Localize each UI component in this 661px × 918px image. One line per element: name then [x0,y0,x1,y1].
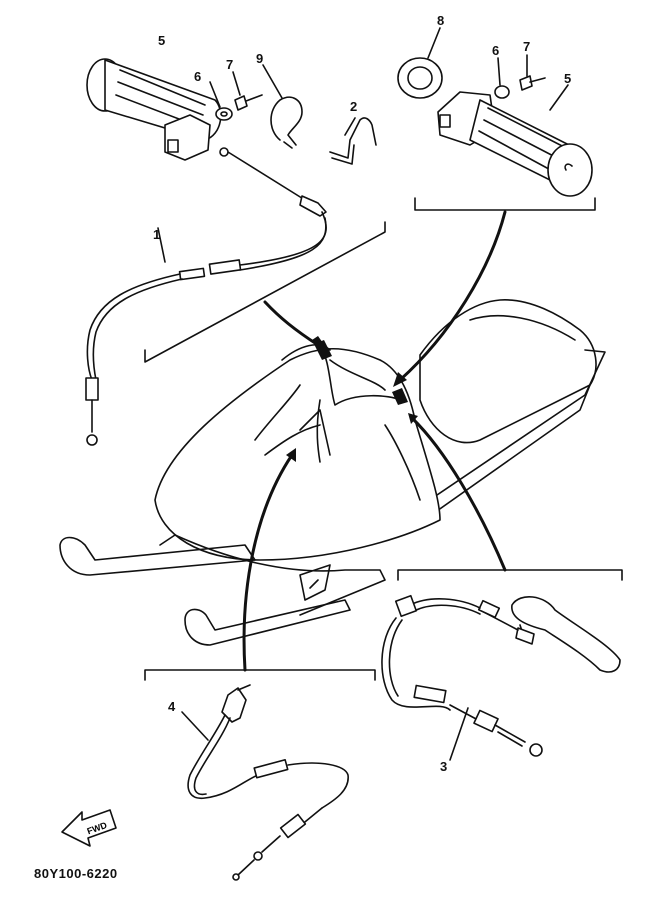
choke-cable-part-4 [181,684,349,881]
callout-9: 9 [256,51,264,66]
ring-part-8 [397,27,443,99]
clamp-part-9 [262,64,303,149]
grip-left-part-5 [86,58,222,161]
callout-6-left: 6 [194,69,202,84]
upper-right-group-bracket [393,197,596,387]
callout-5-right: 5 [564,71,572,86]
forward-direction-arrow: FWD [61,809,117,847]
grip-right-part-5 [437,84,593,197]
callout-7-right: 7 [523,39,531,54]
upper-left-group-bracket [144,221,386,363]
throttle-cable-part-1 [85,147,327,446]
callout-1: 1 [153,227,161,242]
handlebar-cable-entry [264,340,408,463]
nut-right-part-6 [494,57,510,99]
callout-6-right: 6 [492,43,500,58]
brake-cable-part-3 [381,594,621,761]
callout-4: 4 [168,699,176,714]
screw-left-part-7 [232,71,263,111]
clip-part-2 [329,117,377,165]
lower-left-group-bracket [144,448,376,681]
callout-5-left: 5 [158,33,166,48]
snowmobile-body [59,299,606,646]
callout-3: 3 [440,759,448,774]
lower-right-group-bracket [397,413,623,581]
callout-8: 8 [437,13,445,28]
nut-left-part-6 [209,81,233,121]
callout-7-left: 7 [226,57,234,72]
callout-2: 2 [350,99,358,114]
document-code: 80Y100-6220 [34,866,118,881]
screw-right-part-7 [519,54,546,91]
